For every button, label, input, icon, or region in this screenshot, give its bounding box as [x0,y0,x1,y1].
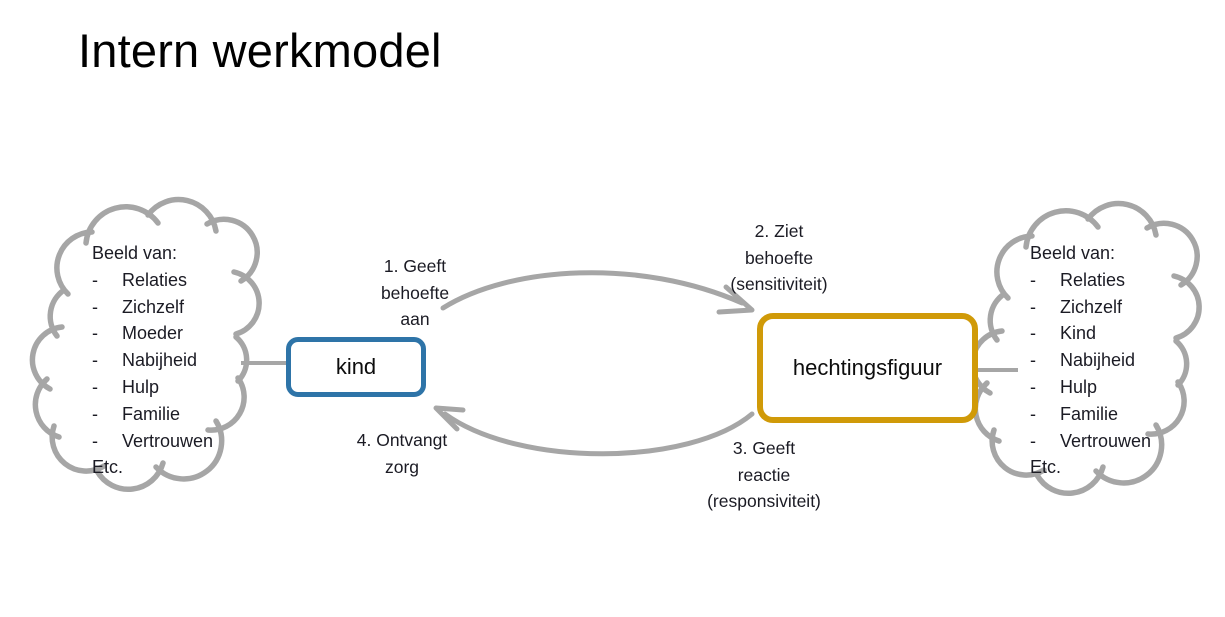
node-box-caregiver[interactable]: hechtingsfiguur [757,313,978,423]
bullet-dash: - [1030,376,1036,397]
arrow-bottom [433,405,755,457]
cloud-right-header: Beeld van: [1030,243,1116,263]
list-item-label: Familie [122,403,181,424]
bullet-dash: - [1030,323,1036,344]
list-item: - Nabijheid [1030,347,1151,374]
list-item-label: Hulp [122,376,160,397]
bullet-dash: - [1030,430,1036,451]
list-item: - Vertrouwen [92,428,213,455]
bullet-dash: - [92,376,98,397]
bullet-dash: - [92,430,98,451]
list-item-label: Nabijheid [1060,350,1136,371]
bullet-dash: - [1030,296,1036,317]
step-label-1: 1. Geeft behoefte aan [381,253,449,333]
step-label-4: 4. Ontvangt zorg [357,427,447,480]
cloud-left-list: - Relaties - Zichzelf - Moeder - Nabijheid -… [92,267,213,455]
list-item-label: Zichzelf [122,296,185,317]
bullet-dash: - [92,323,98,344]
node-box-caregiver-label: hechtingsfiguur [792,355,943,380]
list-item-label: Moeder [122,323,184,344]
arrow-top [440,270,755,315]
cloud-right-text: Beeld van: - Relaties - Zichzelf - Kind - Na… [1030,240,1151,481]
step-label-1-line2: behoefte [380,282,450,303]
bullet-dash: - [92,296,98,317]
step-label-3-line3: (responsiviteit) [707,491,821,511]
step-label-2-line1: 2. Ziet [754,221,804,241]
list-item: - Hulp [1030,374,1151,401]
bullet-dash: - [92,350,98,371]
node-box-child[interactable]: kind [286,337,426,397]
bullet-dash: - [1030,350,1036,371]
list-item-label: Hulp [1060,376,1098,397]
list-item: - Vertrouwen [1030,428,1151,455]
list-item-label: Vertrouwen [122,430,214,451]
step-label-3-line1: 3. Geeft [732,438,796,458]
step-label-4-line1: 4. Ontvangt [356,430,448,450]
list-item: - Familie [92,401,213,428]
step-label-3: 3. Geeft reactie (responsiviteit) [707,435,821,515]
list-item-label: Familie [1060,403,1119,424]
list-item: - Hulp [92,374,213,401]
list-item-label: Vertrouwen [1060,430,1152,451]
cloud-left-header: Beeld van: [92,243,178,263]
list-item-label: Relaties [122,269,188,290]
step-label-1-line1: 1. Geeft [383,256,447,276]
list-item: - Nabijheid [92,347,213,374]
step-label-4-line2: zorg [384,456,420,477]
bullet-dash: - [1030,269,1036,290]
cloud-left-text: Beeld van: - Relaties - Zichzelf - Moeder -… [92,240,213,481]
list-item: - Moeder [92,320,213,347]
list-item-label: Relaties [1060,269,1126,290]
bullet-dash: - [92,403,98,424]
step-label-3-line2: reactie [737,464,791,485]
step-label-1-line3: aan [400,309,430,329]
step-label-2-line3: (sensitiviteit) [730,274,828,294]
list-item-label: Kind [1060,323,1097,344]
step-label-2-line2: behoefte [744,247,814,268]
list-item: - Relaties [92,267,213,294]
list-item-label: Nabijheid [122,350,198,371]
cloud-right-footer: Etc. [1030,457,1062,478]
step-label-2: 2. Ziet behoefte (sensitiviteit) [730,218,827,298]
bullet-dash: - [92,269,98,290]
node-box-child-label: kind [335,354,377,379]
page-title: Intern werkmodel [78,24,442,77]
bullet-dash: - [1030,403,1036,424]
cloud-right-list: - Relaties - Zichzelf - Kind - Nabijheid - Hu… [1030,267,1151,455]
list-item: - Kind [1030,320,1151,347]
list-item-label: Zichzelf [1060,296,1123,317]
list-item: - Zichzelf [1030,294,1151,321]
list-item: - Familie [1030,401,1151,428]
list-item: - Relaties [1030,267,1151,294]
list-item: - Zichzelf [92,294,213,321]
cloud-left-footer: Etc. [92,457,124,478]
